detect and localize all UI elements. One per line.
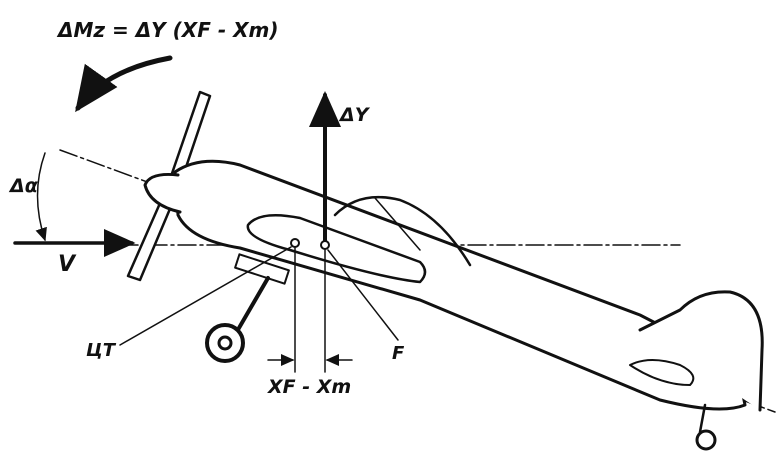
canopy xyxy=(333,195,472,267)
moment-formula-label: ΔMz = ΔY (XF - Xm) xyxy=(58,18,279,42)
moment-arrow xyxy=(75,55,173,113)
stabilizer xyxy=(629,359,695,386)
wing xyxy=(246,213,427,284)
lift-increment-label: ΔY xyxy=(340,104,369,126)
tail-wheel xyxy=(695,429,717,451)
cg-point xyxy=(290,238,300,248)
velocity-label: V xyxy=(58,252,76,277)
main-wheel xyxy=(205,323,245,363)
fuselage xyxy=(173,159,747,411)
arm-label: XF - Xm xyxy=(268,376,352,398)
angle-increment-label: Δα xyxy=(10,175,38,197)
angle-arc xyxy=(35,152,47,242)
focus-label: F xyxy=(392,343,405,364)
focus-point xyxy=(320,240,330,250)
tail-fin xyxy=(638,290,764,412)
center-of-gravity-label: ЦТ xyxy=(86,340,115,361)
spinner xyxy=(143,173,182,214)
